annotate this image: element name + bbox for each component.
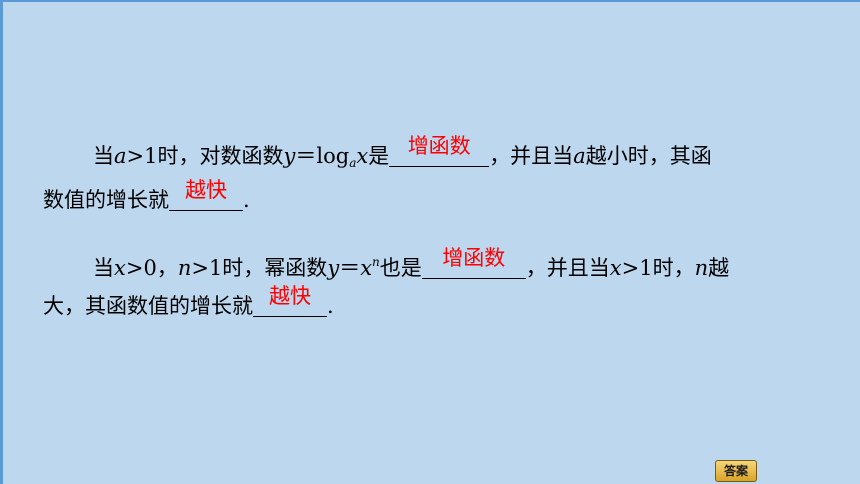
variable-y: y <box>283 144 296 168</box>
answer-blank: 增函数 <box>389 134 490 167</box>
paragraph-line: 当x>0，n>1时，幂函数y＝xn也是增函数，并且当x>1时，n越 <box>93 246 730 280</box>
exponent-n: n <box>372 255 380 269</box>
variable-x: x <box>360 256 373 280</box>
answer-text: 越快 <box>269 284 311 308</box>
paragraph-line: 当a>1时，对数函数y＝logax是增函数，并且当a越小时，其函 <box>93 134 712 170</box>
variable-a: a <box>573 144 586 168</box>
paragraph-log-function: 当a>1时，对数函数y＝logax是增函数，并且当a越小时，其函 数值的增长就越… <box>43 134 828 222</box>
answer-button[interactable]: 答案 <box>715 460 757 482</box>
answer-blank: 越快 <box>169 178 243 211</box>
answer-blank: 越快 <box>253 284 327 317</box>
answer-blank: 增函数 <box>421 246 526 279</box>
answer-text: 增函数 <box>407 134 471 158</box>
variable-x: x <box>356 144 369 168</box>
paragraph-line: 大，其函数值的增长就越快. <box>43 284 334 318</box>
variable-x: x <box>114 256 126 280</box>
paragraph-power-function: 当x>0，n>1时，幂函数y＝xn也是增函数，并且当x>1时，n越 大，其函数值… <box>43 240 828 328</box>
log-base-a: a <box>349 156 357 170</box>
answer-text: 越快 <box>185 178 227 202</box>
variable-x: x <box>609 256 622 280</box>
variable-n: n <box>177 256 192 280</box>
paragraph-line: 数值的增长就越快. <box>43 178 250 212</box>
answer-text: 增函数 <box>442 246 506 270</box>
variable-a: a <box>114 144 127 168</box>
variable-n: n <box>694 256 709 280</box>
variable-y: y <box>327 256 340 280</box>
